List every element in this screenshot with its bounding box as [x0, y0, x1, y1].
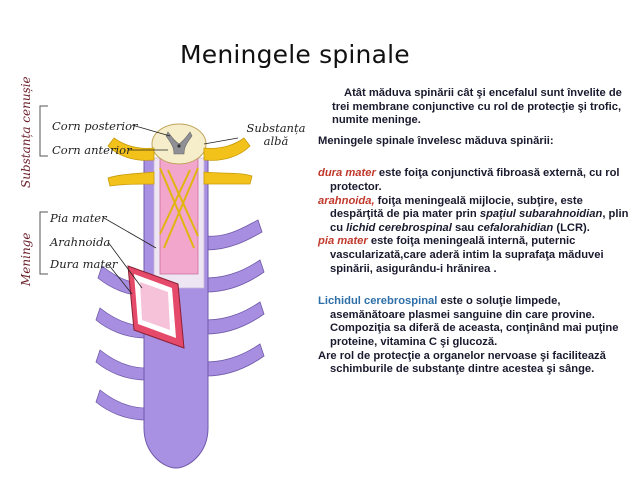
term-pia-mater: pia mater [318, 235, 368, 248]
dura-paragraph: dura mater este foiţa conjunctivă fibroa… [318, 167, 632, 194]
group-label-text: Substanța cenușie [19, 76, 33, 188]
group-label-meninge: Meninge [19, 232, 33, 286]
role-paragraph: Are rol de protecţie a organelor nervoas… [318, 349, 606, 376]
central-canal [177, 144, 181, 148]
lcr-description: este o soluţie limpede, asemănătoare pla… [330, 295, 619, 348]
text-column: Atât măduva spinării cât şi encefalul su… [318, 87, 632, 377]
spinal-meninges-illustration: Substanța cenușie Meninge Corn posterior… [8, 76, 316, 474]
term-dura-mater: dura mater [318, 167, 376, 180]
arahnoida-text-4: (LCR). [553, 221, 590, 234]
pia-mater-layer [159, 157, 199, 275]
term-cefalorahidian: cefalorahidian [477, 221, 554, 234]
label-pia-mater: Pia mater [50, 211, 107, 225]
upper-spinal-nerves [107, 137, 253, 187]
arahnoida-text-1: foiţa meningeală mijlocie, subţire, este… [330, 194, 583, 221]
arahnoida-text-3: sau [451, 221, 478, 234]
label-leader-lines [103, 124, 239, 295]
nerve-rootlets [159, 167, 199, 249]
group-label-text: Meninge [19, 232, 33, 286]
lcr-paragraph: Lichidul cerebrospinal este o soluţie li… [318, 295, 632, 349]
label-corn-posterior: Corn posterior [52, 119, 138, 133]
label-arahnoida: Arahnoida [50, 235, 111, 249]
arahnoida-text-2: , plin cu [330, 208, 629, 234]
spinal-cord-drawing [39, 105, 265, 469]
group-bracket-top [39, 105, 48, 157]
label-dura-mater: Dura mater [50, 257, 118, 271]
group-bracket-bottom [39, 211, 48, 275]
dura-description: este foiţa conjunctivă fibroasă externă,… [330, 167, 620, 193]
term-spatiu-subarahnoidian: spaţiul subarahnoidian [479, 208, 603, 221]
term-lichidul-cerebrospinal: Lichidul cerebrospinal [318, 295, 438, 308]
arahnoida-paragraph: arahnoida, foiţa meningeală mijlocie, su… [318, 195, 632, 236]
label-corn-anterior: Corn anterior [52, 143, 132, 157]
cutaway-pia [140, 282, 170, 330]
term-lichid-cerebrospinal: lichid cerebrospinal [346, 221, 452, 234]
label-substanta-alba: Substanța albă [246, 121, 306, 148]
gray-matter-butterfly [165, 131, 193, 155]
group-label-substanta-cenusie: Substanța cenușie [19, 76, 33, 188]
pia-description: este foiţa meningeală internă, puternic … [330, 235, 604, 275]
term-arahnoida: arahnoida, [318, 194, 375, 207]
slide-title: Meningele spinale [180, 40, 410, 69]
cover-paragraph: Meningele spinale învelesc măduva spinăr… [318, 134, 554, 147]
intro-paragraph: Atât măduva spinării cât şi encefalul su… [332, 87, 622, 127]
pia-paragraph: pia mater este foiţa meningeală internă,… [318, 235, 632, 276]
